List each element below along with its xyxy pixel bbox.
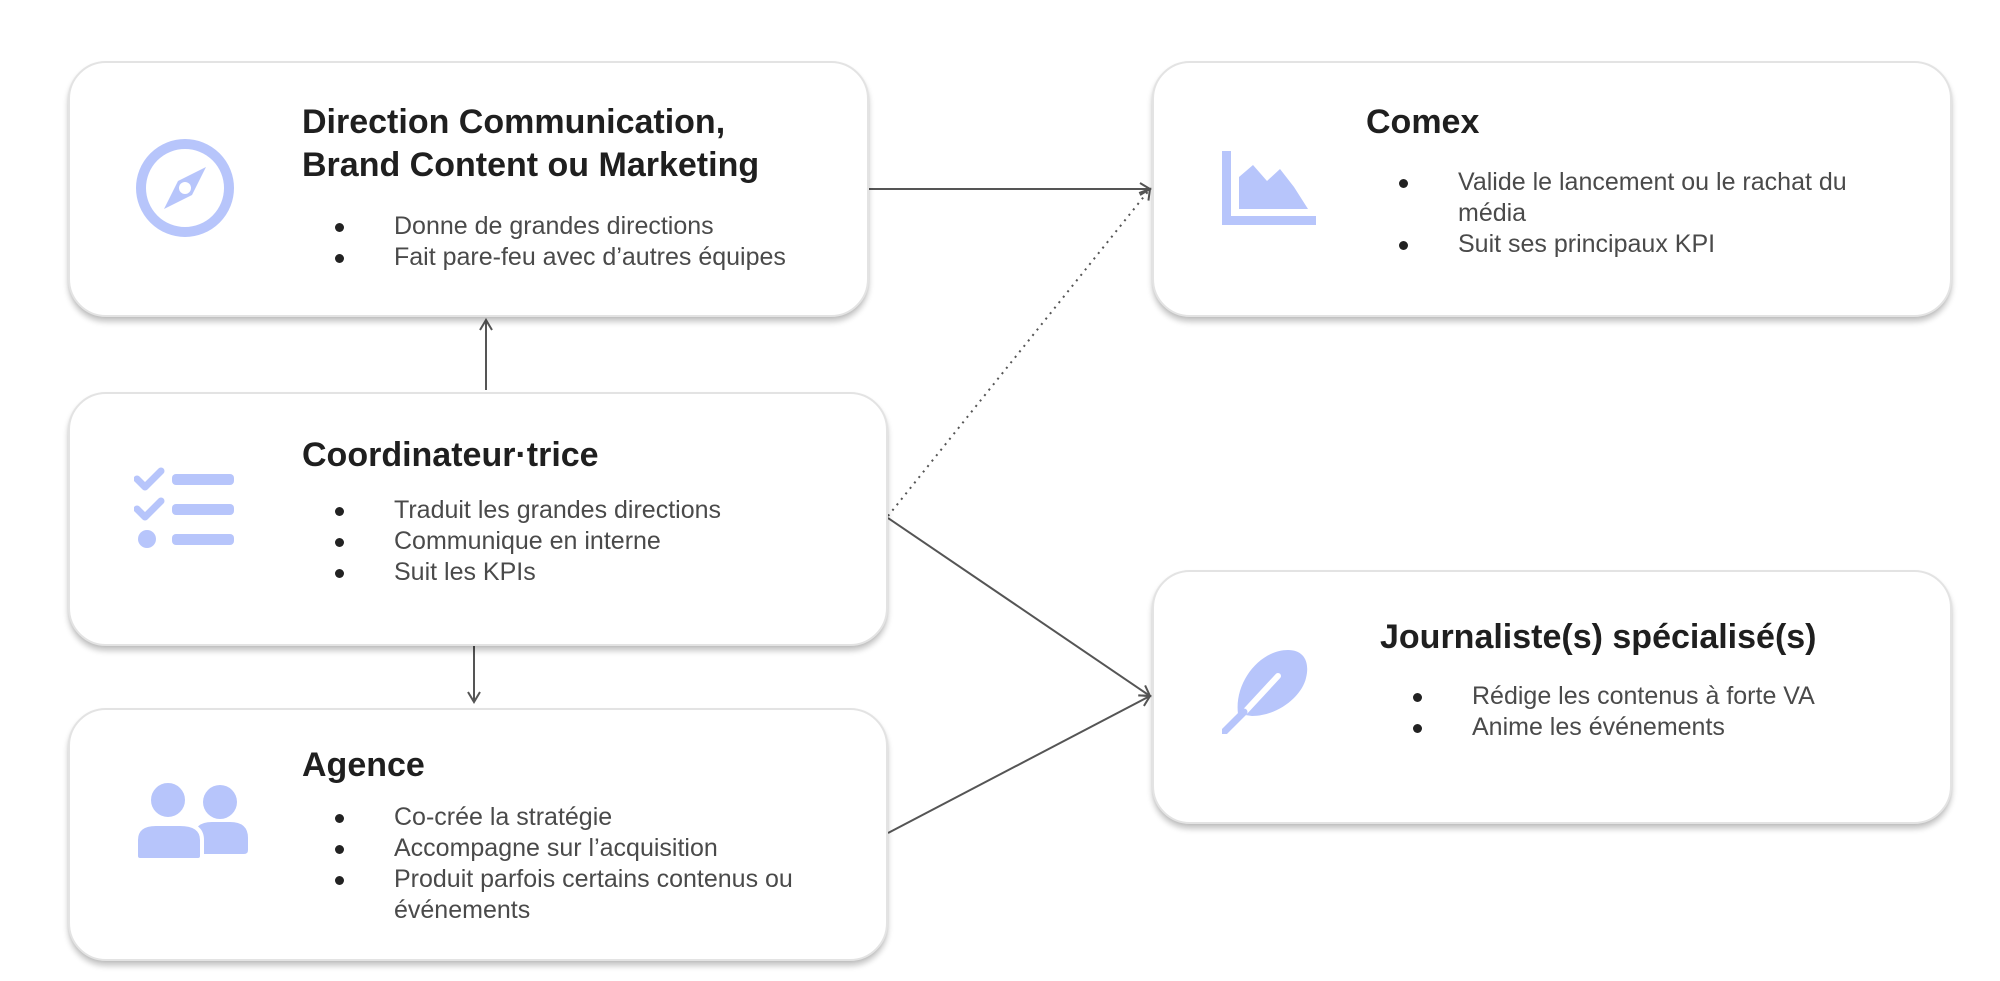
list-item: Anime les événements: [1412, 712, 1815, 743]
edge-coordinateur-to-journaliste: [887, 517, 1152, 698]
edge-coordinateur-to-comex: [887, 187, 1152, 517]
checklist-icon: [133, 466, 238, 559]
title-line-1: Direction Communication,: [302, 103, 726, 141]
title-line-2: Brand Content ou Marketing: [302, 146, 760, 184]
list-item: Suit ses principaux KPI: [1398, 229, 1918, 260]
area-chart-icon: [1222, 151, 1316, 230]
node-title: Coordinateur·trice: [302, 436, 599, 474]
node-title: Direction Communication, Brand Content o…: [302, 101, 759, 187]
users-icon: [134, 779, 250, 865]
list-item: Donne de grandes directions: [334, 211, 786, 242]
node-title: Journaliste(s) spécialisé(s): [1380, 618, 1817, 656]
list-item: Accompagne sur l’acquisition: [334, 833, 814, 864]
node-title: Comex: [1366, 103, 1480, 141]
node-coordinateur: Coordinateur·trice Traduit les grandes d…: [68, 392, 888, 646]
node-comex: Comex Valide le lancement ou le rachat d…: [1152, 61, 1952, 317]
node-title: Agence: [302, 746, 425, 784]
node-items: Valide le lancement ou le rachat du médi…: [1398, 167, 1918, 260]
node-items: Co-crée la stratégie Accompagne sur l’ac…: [334, 802, 814, 926]
node-direction: Direction Communication, Brand Content o…: [68, 61, 869, 317]
node-items: Donne de grandes directions Fait pare-fe…: [334, 211, 786, 273]
list-item: Traduit les grandes directions: [334, 495, 721, 526]
list-item: Rédige les contenus à forte VA: [1412, 681, 1815, 712]
node-journaliste: Journaliste(s) spécialisé(s) Rédige les …: [1152, 570, 1952, 824]
list-item: Fait pare-feu avec d’autres équipes: [334, 242, 786, 273]
list-item: Co-crée la stratégie: [334, 802, 814, 833]
node-items: Traduit les grandes directions Communiqu…: [334, 495, 721, 588]
node-items: Rédige les contenus à forte VA Anime les…: [1412, 681, 1815, 743]
list-item: Communique en interne: [334, 526, 721, 557]
compass-icon: [134, 137, 236, 244]
edge-agence-to-journaliste: [887, 694, 1152, 834]
list-item: Suit les KPIs: [334, 557, 721, 588]
list-item: Valide le lancement ou le rachat du médi…: [1398, 167, 1918, 229]
node-agence: Agence Co-crée la stratégie Accompagne s…: [68, 708, 888, 961]
list-item: Produit parfois certains contenus ou évé…: [334, 864, 814, 926]
feather-icon: [1220, 644, 1312, 739]
